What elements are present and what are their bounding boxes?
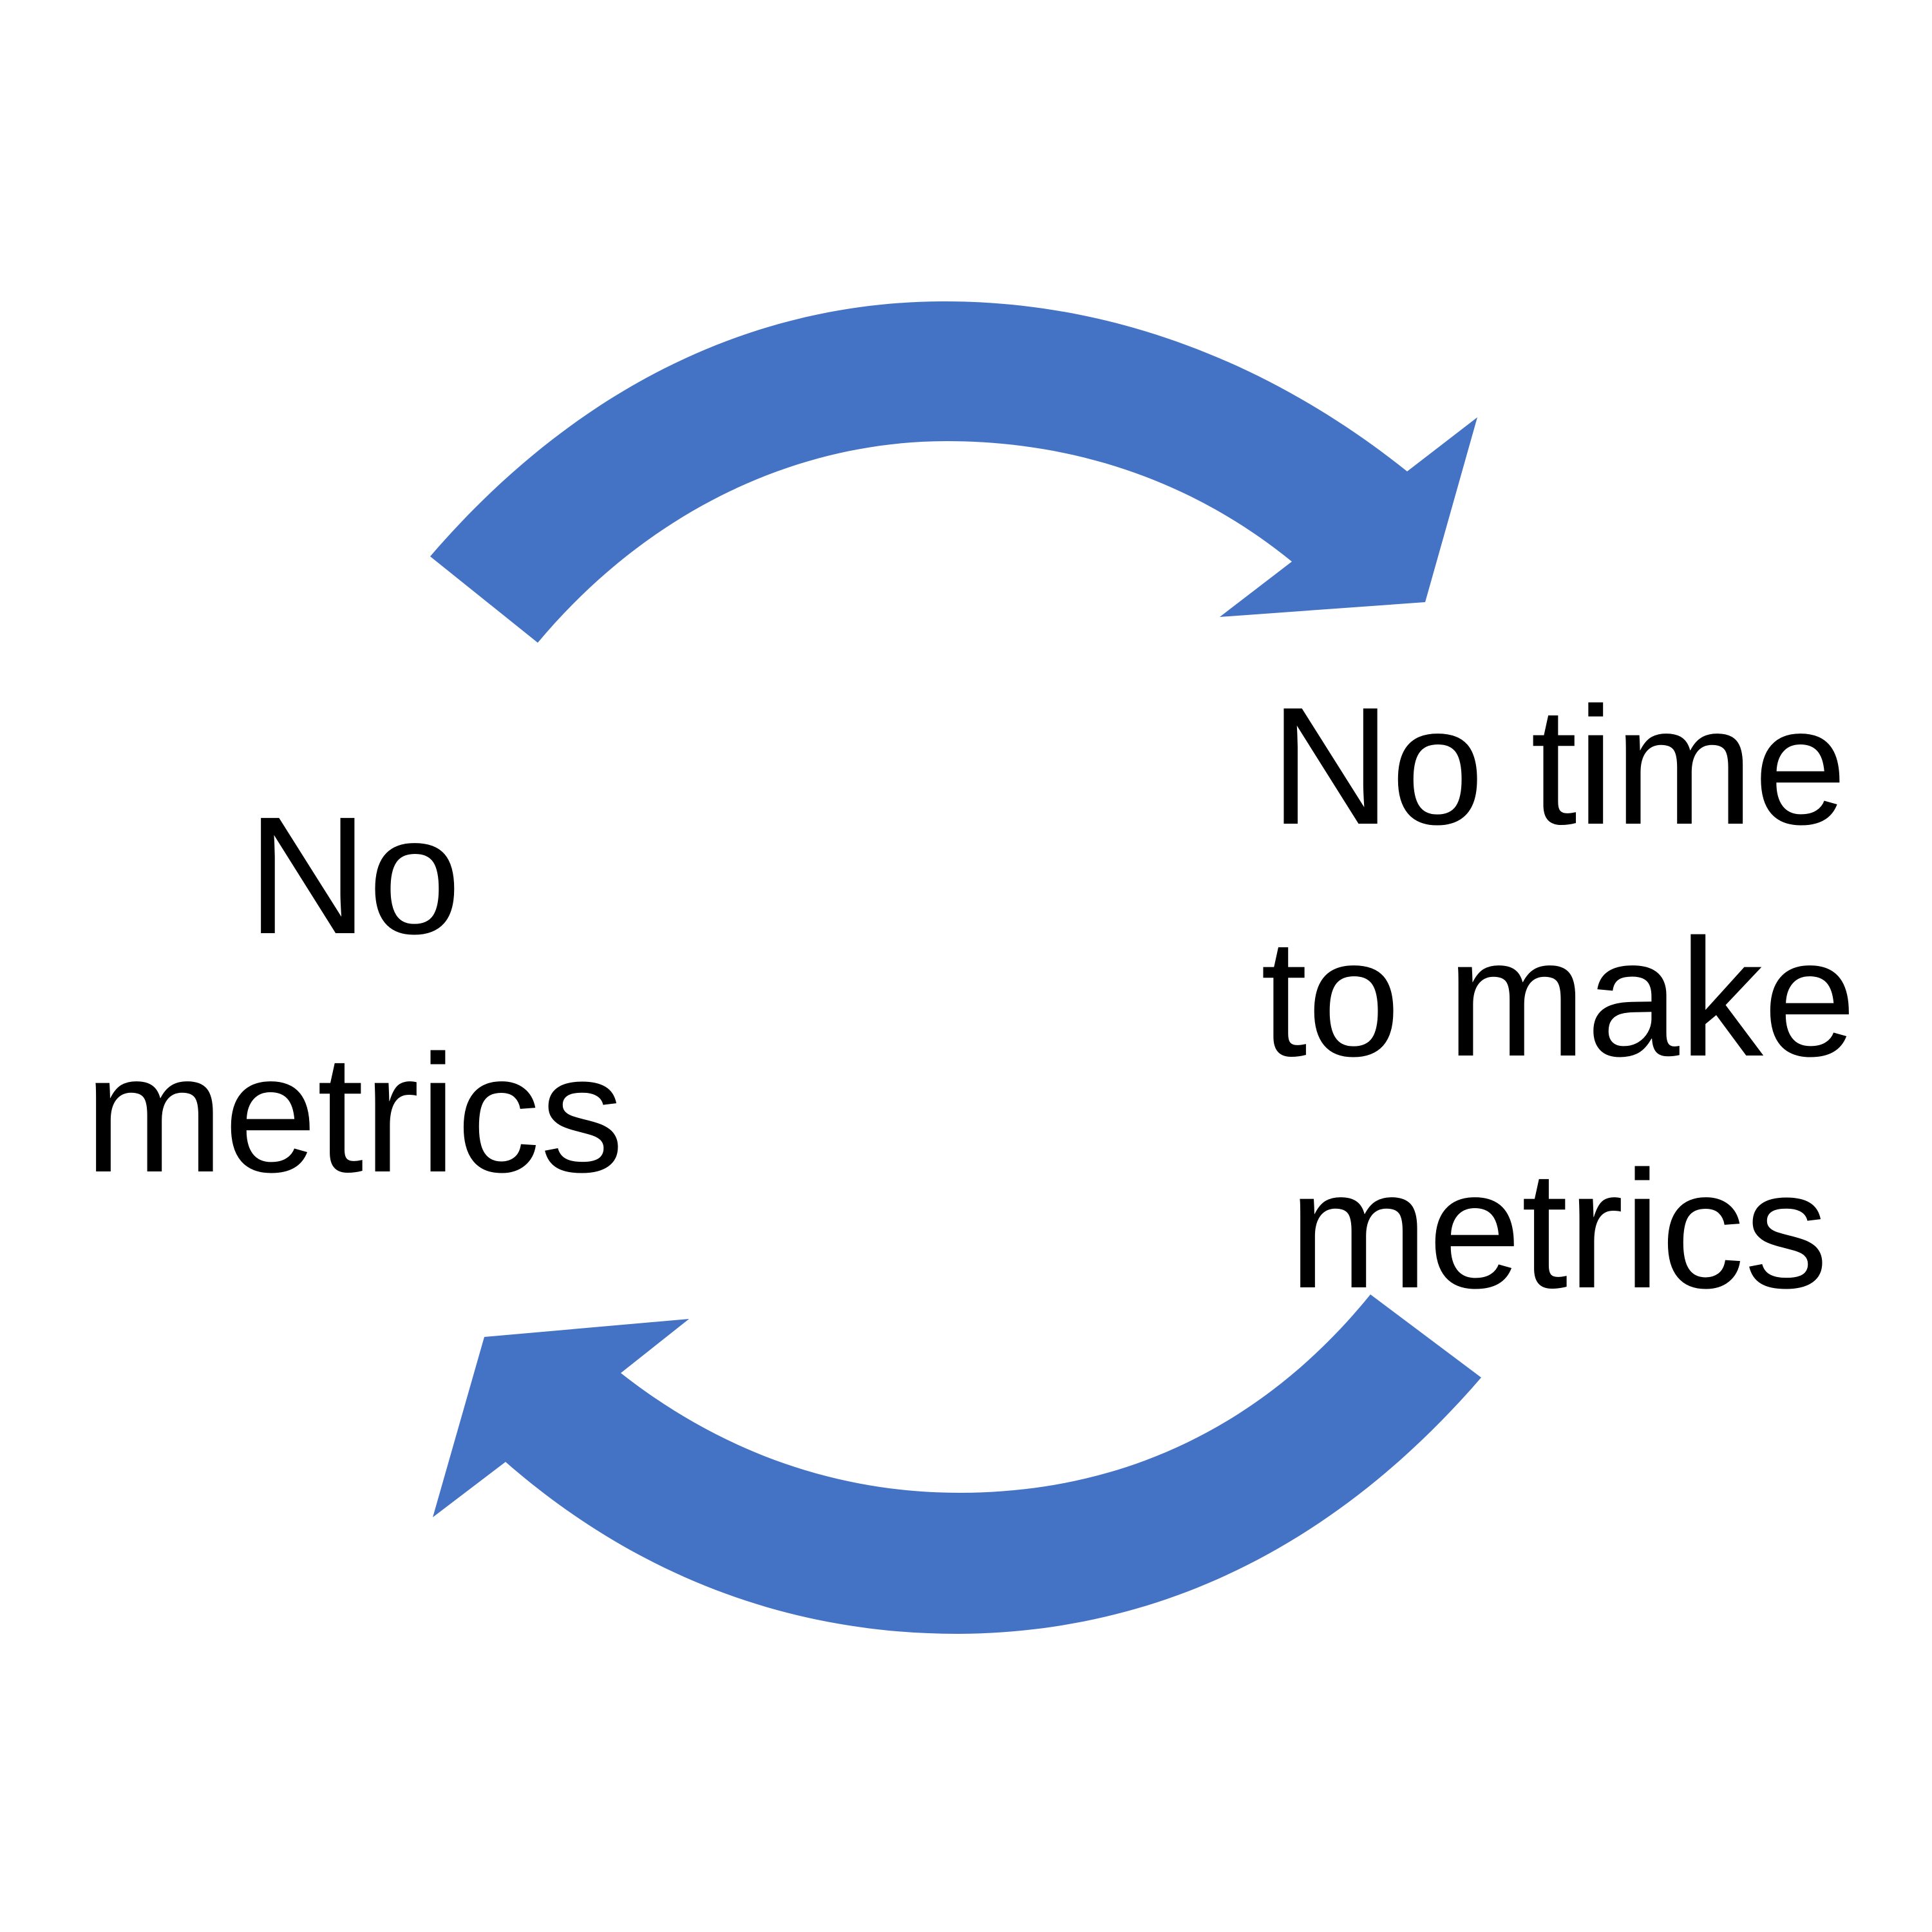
node-no-time-line-1: No time [1270,673,1847,860]
node-no-metrics-line-1: No [247,782,462,969]
node-no-time-line-3: metrics [1289,1137,1828,1323]
node-no-metrics: No metrics [13,757,696,1233]
top-arrow-left-to-right [430,301,1477,643]
node-no-time-to-make-metrics: No time to make metrics [1211,650,1906,1346]
bottom-arrow-right-to-left [433,1294,1481,1634]
node-no-metrics-line-2: metrics [84,1021,624,1208]
node-no-time-line-2: to make [1260,905,1857,1092]
